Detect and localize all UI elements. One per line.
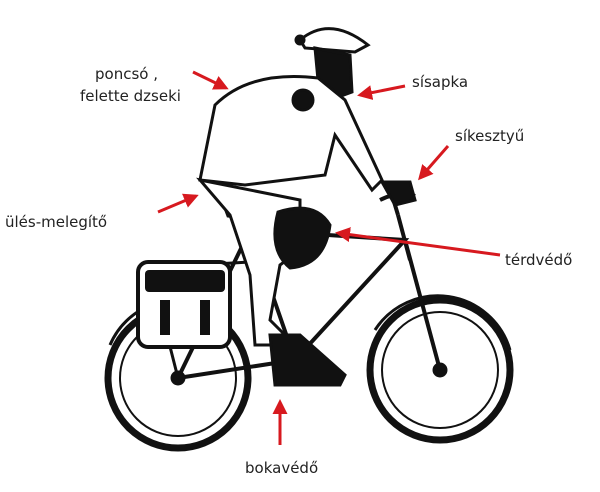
helmet [298, 27, 371, 54]
arrow-poncho [192, 70, 229, 90]
arrow-knee-pad [335, 227, 501, 257]
mudguard-front [373, 294, 512, 351]
label-ski-gloves: síkesztyű [455, 127, 525, 145]
label-poncho-line1: poncsó , [95, 65, 158, 83]
label-poncho-line2: felette dzseki [80, 87, 181, 105]
headlamp [294, 34, 306, 46]
label-ski-cap: sísapka [412, 73, 469, 91]
arrow-ski-gloves [418, 145, 450, 181]
arm-patch [291, 88, 315, 112]
rider [196, 27, 417, 387]
knee-pad [273, 206, 332, 270]
arrow-seat-warmer [157, 193, 199, 214]
shoe [268, 333, 347, 387]
label-ankle-guard: bokavédő [245, 459, 319, 477]
label-knee-pad: térdvédő [505, 251, 573, 269]
label-seat-warmer: ülés-melegítő [5, 213, 108, 231]
arrows [157, 70, 501, 445]
jacket [198, 75, 384, 193]
glove [379, 180, 417, 207]
pannier-bag [136, 260, 232, 349]
arrow-ski-cap [357, 84, 406, 101]
